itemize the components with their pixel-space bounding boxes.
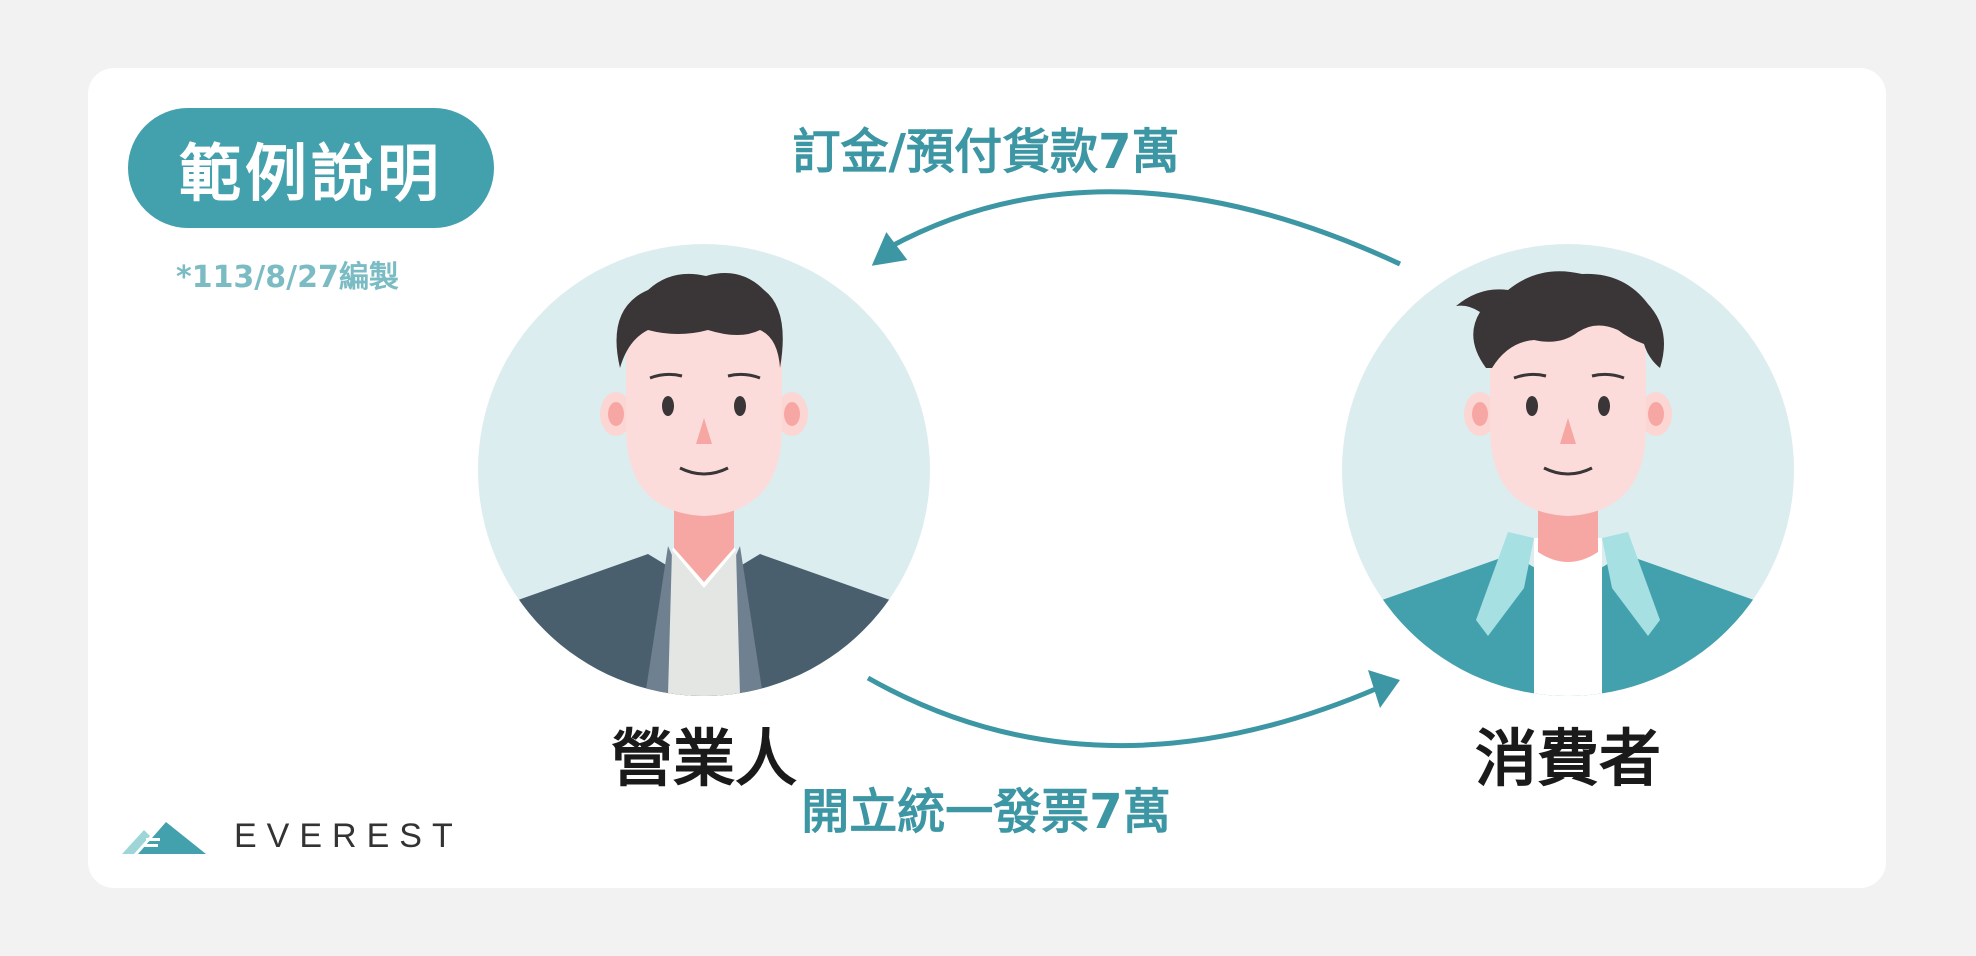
title-badge: 範例說明 [128,108,494,228]
payment-label: 訂金/預付貨款7萬 [792,124,1180,180]
flow-diagram [478,189,1794,748]
invoice-arrow [866,670,1400,748]
consumer-avatar-icon [1342,244,1794,696]
brand-logo: EVEREST [120,816,463,856]
badge-title: 範例說明 [178,137,443,210]
consumer-label: 消費者 [1474,722,1661,795]
payment-arrow [871,189,1402,267]
businessman-avatar-icon [478,244,930,696]
brand-name: EVEREST [234,816,463,855]
content-card: 範例說明 *113/8/27編製 [88,68,1886,888]
invoice-label: 開立統一發票7萬 [801,784,1171,840]
mountain-logo-icon [122,822,206,854]
business-label: 營業人 [610,722,797,795]
date-note: *113/8/27編製 [176,260,399,295]
